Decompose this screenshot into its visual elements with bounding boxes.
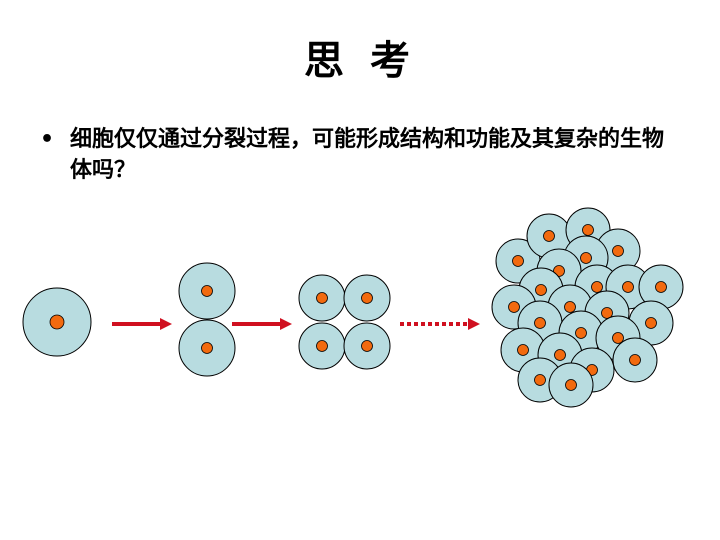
arrow-stage-1 [112, 318, 172, 330]
cell-nucleus [201, 285, 213, 297]
two-cell-bottom [178, 319, 236, 377]
cell-nucleus [582, 224, 594, 236]
cell-nucleus [201, 342, 213, 354]
cluster-cell-11 [638, 264, 684, 310]
cell-nucleus [554, 349, 566, 361]
cell-nucleus [575, 327, 587, 339]
cell-nucleus [49, 314, 65, 330]
arrow-dotted [400, 318, 480, 330]
single-cell [22, 287, 92, 357]
question-text: 细胞仅仅通过分裂过程，可能形成结构和功能及其复杂的生物体吗？ [70, 127, 665, 183]
cell-nucleus [517, 344, 529, 356]
cluster-cell-2 [526, 213, 572, 259]
cell-nucleus [512, 255, 524, 267]
cell-nucleus [543, 230, 555, 242]
four-cell-bottom-left [298, 322, 346, 370]
four-cell-top-right [343, 274, 391, 322]
four-cell-bottom-right [343, 322, 391, 370]
cell-nucleus [361, 340, 373, 352]
slide-title: 思 考 [304, 38, 416, 84]
two-cell-top [178, 262, 236, 320]
cell-nucleus [629, 354, 641, 366]
cell-nucleus [534, 317, 546, 329]
cell-nucleus [361, 292, 373, 304]
cell-nucleus [565, 379, 577, 391]
cell-nucleus [612, 245, 624, 257]
arrow-stage-2 [232, 318, 292, 330]
cell-nucleus [508, 301, 520, 313]
cell-nucleus [622, 281, 634, 293]
cell-nucleus [564, 301, 576, 313]
cell-nucleus [534, 374, 546, 386]
cluster-cell-20 [612, 337, 658, 383]
cell-nucleus [580, 252, 592, 264]
cell-nucleus [591, 281, 603, 293]
cell-nucleus [655, 281, 667, 293]
cell-nucleus [645, 317, 657, 329]
bullet-dot: • [40, 127, 55, 152]
cell-nucleus [316, 292, 328, 304]
cell-nucleus [316, 340, 328, 352]
cell-nucleus [612, 332, 624, 344]
four-cell-top-left [298, 274, 346, 322]
cluster-cell-23 [548, 362, 594, 408]
cell-nucleus [535, 284, 547, 296]
